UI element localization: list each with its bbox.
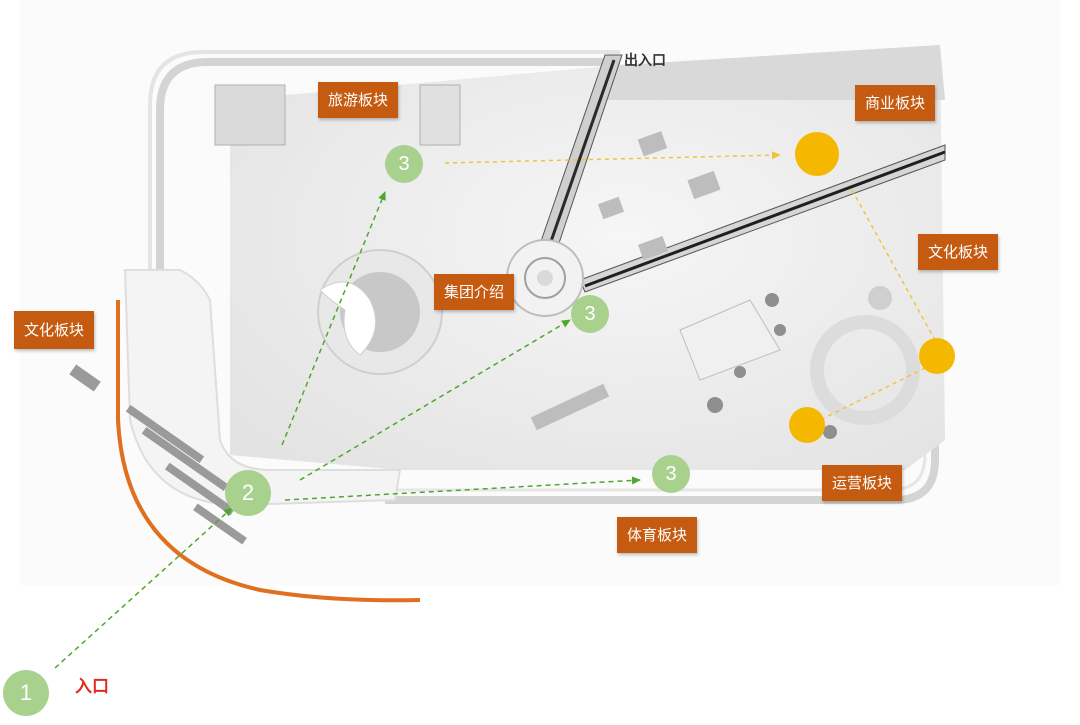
hotspot-operations [789, 407, 825, 443]
route-2-to-3-top [281, 191, 386, 446]
hotspot-commerce [795, 132, 839, 176]
step-3-bottom-circle: 3 [652, 455, 690, 493]
hotspot-culture [919, 338, 955, 374]
spiral-sculpture-fin [319, 281, 377, 356]
tourism-showcase-right [419, 84, 461, 146]
visitor-route [54, 191, 641, 669]
zone-tag-group-intro: 集团介绍 [434, 274, 515, 310]
route-culture-to-operations [819, 367, 926, 421]
zone-tag-culture-left: 文化板块 [14, 311, 95, 349]
display-furniture [530, 131, 721, 431]
step-3-top-circle: 3 [385, 145, 423, 183]
ring-installation [810, 315, 920, 425]
orange-curved-wall [116, 300, 421, 603]
entry-ramp [123, 269, 402, 507]
tourism-showcase-left [214, 84, 286, 146]
zone-tag-commerce: 商业板块 [855, 85, 936, 121]
step-1-circle: 1 [3, 670, 49, 716]
canopy-structure [679, 299, 781, 381]
step-3-center-circle: 3 [571, 295, 609, 333]
exit-label: 出入口 [624, 53, 666, 69]
hotspots [789, 132, 955, 443]
outer-rail-top-left-2 [148, 50, 620, 270]
relief-wall-decoration [69, 364, 247, 545]
route-1-to-2 [54, 507, 233, 669]
hotspot-route [444, 151, 936, 421]
zone-tag-tourism: 旅游板块 [318, 82, 399, 118]
ring-installation-top [868, 286, 892, 310]
zone-tag-operations: 运营板块 [822, 465, 903, 501]
zone-tag-sports: 体育板块 [617, 517, 698, 553]
entry-label: 入口 [75, 677, 109, 697]
outer-rail-top-left [156, 58, 620, 270]
route-2-to-3-center [299, 319, 571, 481]
plants [707, 293, 837, 439]
step-2-circle: 2 [225, 470, 271, 516]
zone-tag-culture-right: 文化板块 [918, 234, 999, 270]
